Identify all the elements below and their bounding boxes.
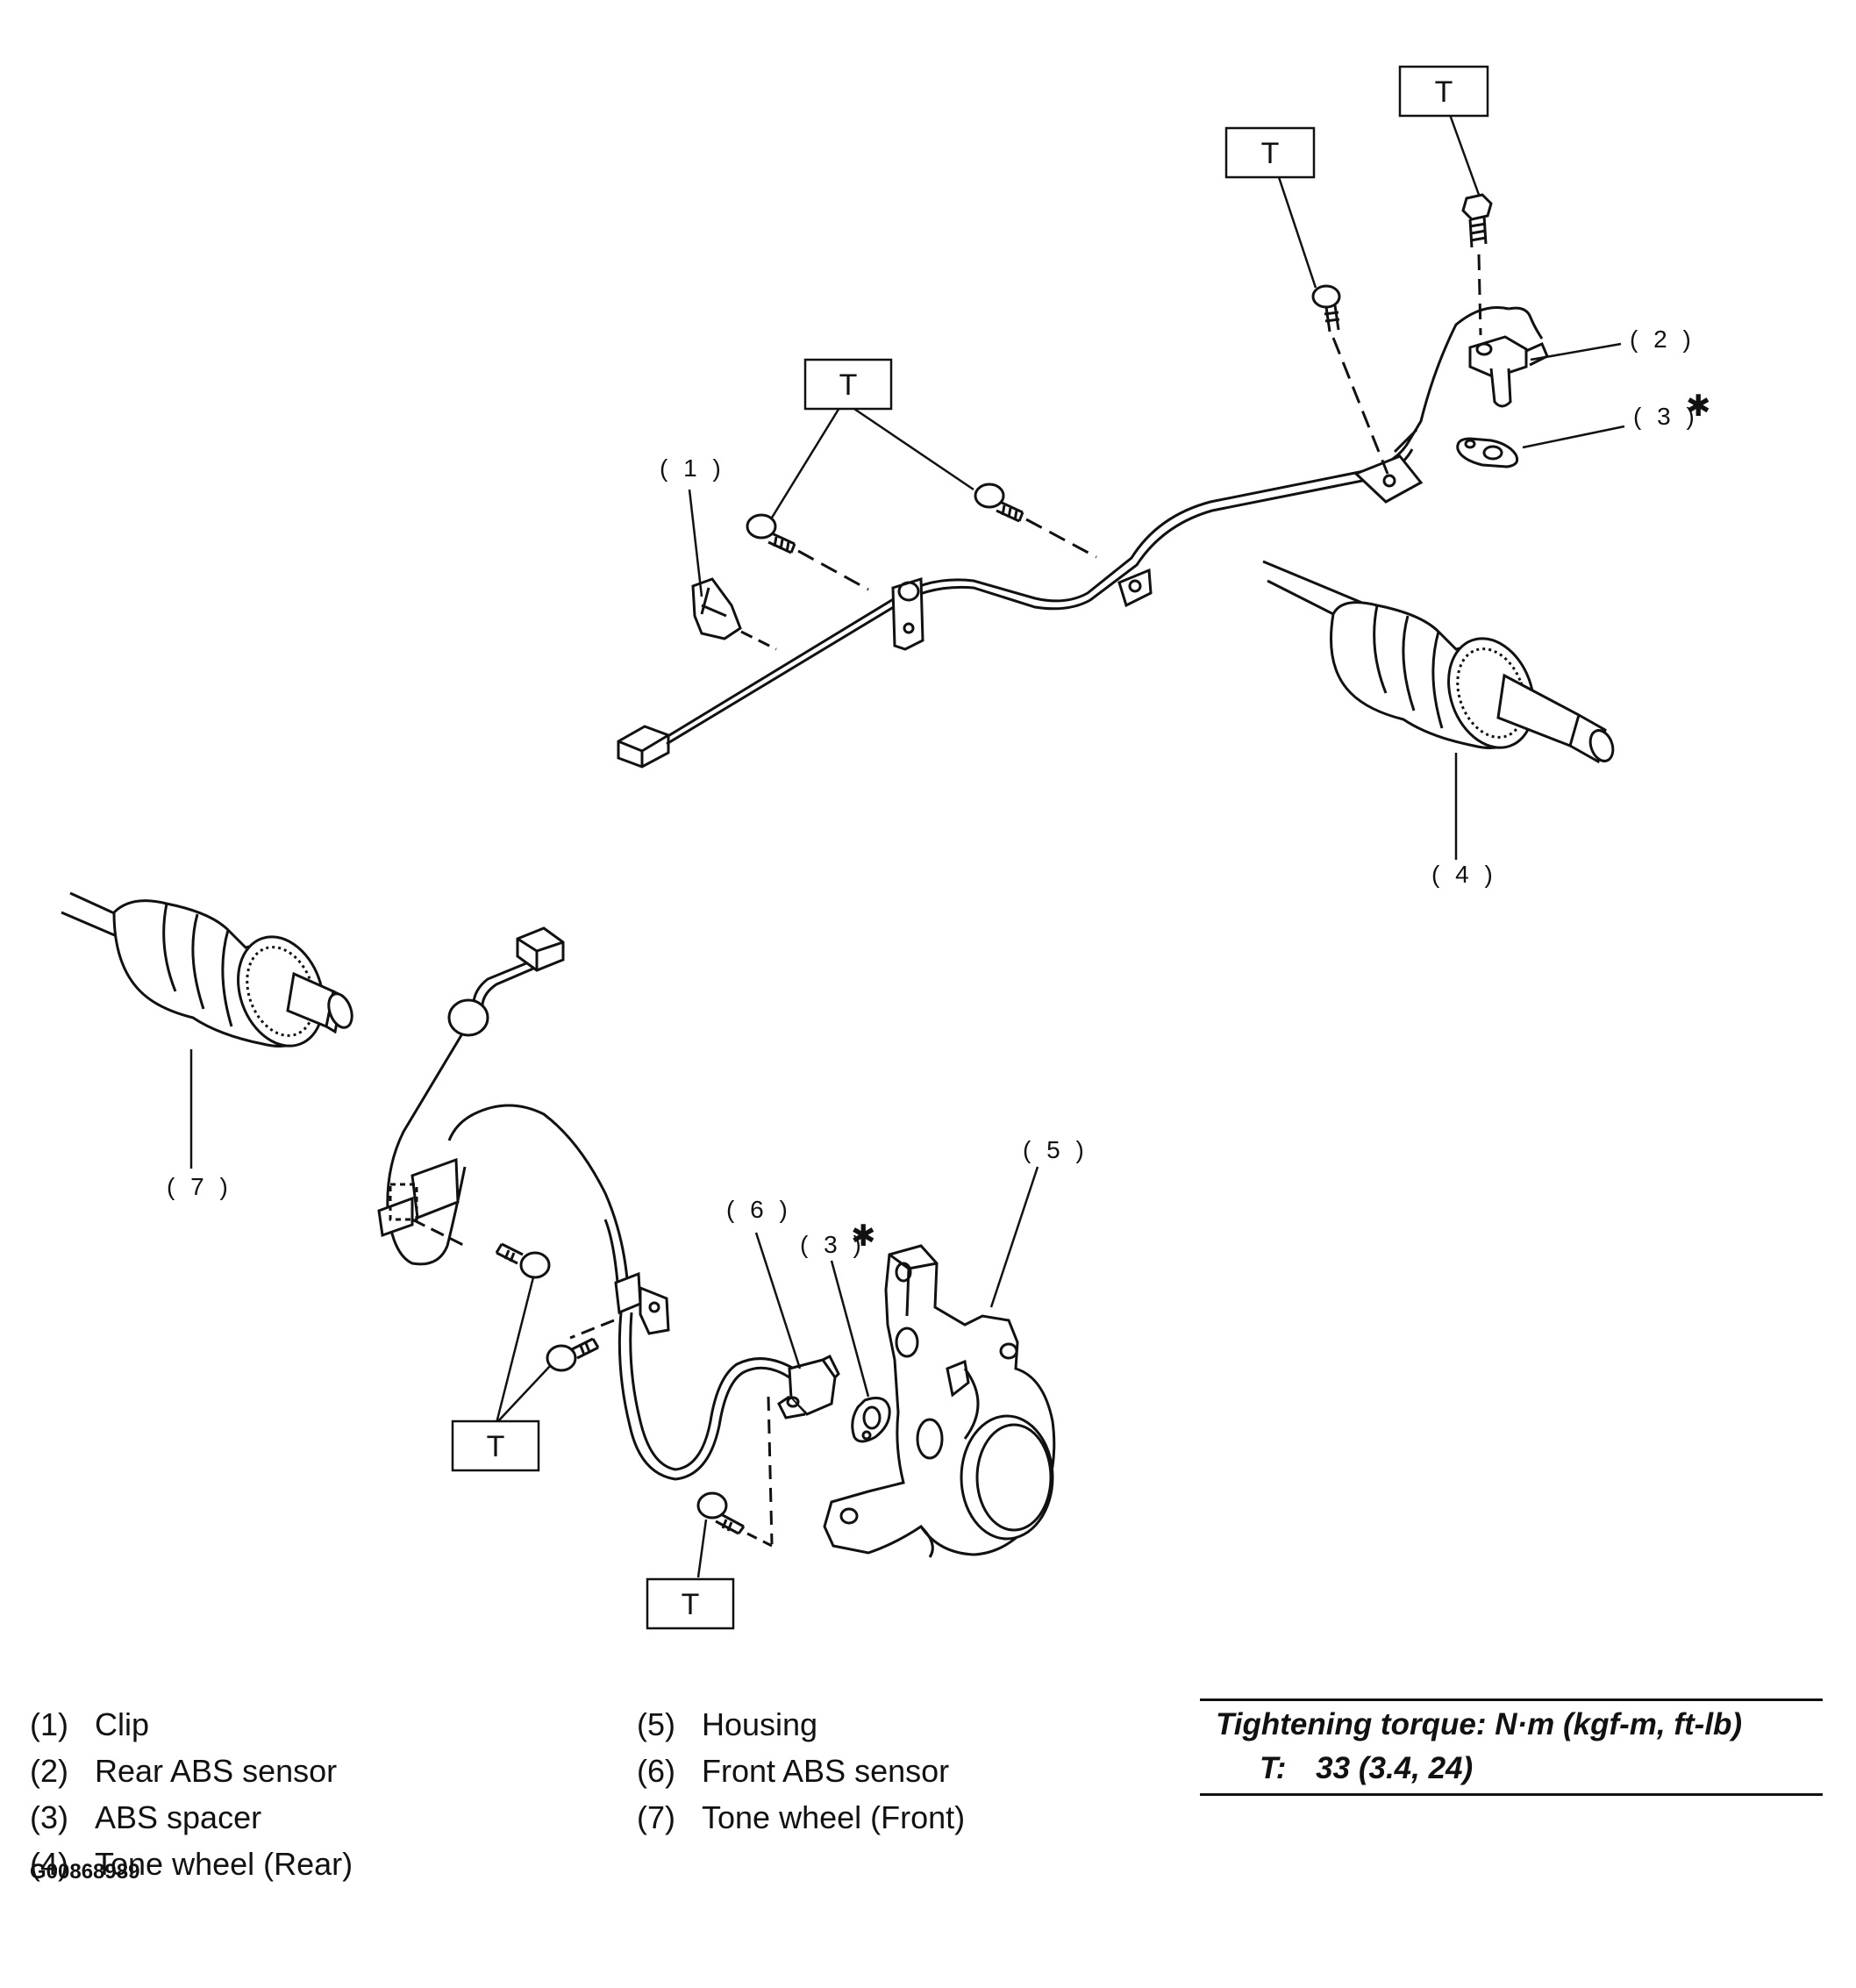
- svg-text:T: T: [839, 368, 858, 402]
- leader-lines: [189, 111, 1625, 1578]
- rear-sensor-bolt: [1461, 193, 1493, 248]
- torque-box-top-left: T: [803, 358, 893, 411]
- rear-bracket-bolt-3: [1311, 284, 1341, 333]
- rear-harness-connector: [617, 725, 670, 769]
- callout-5: ( 5 ): [1023, 1136, 1089, 1163]
- svg-text:T: T: [1261, 137, 1280, 170]
- torque-box-top-right: T: [1398, 65, 1489, 118]
- torque-heading: Tightening torque: N·m (kgf-m, ft-lb): [1216, 1707, 1743, 1741]
- legend-item-4: (4)Tone wheel (Rear): [30, 1846, 353, 1882]
- asterisk-3-rear: ✱: [1686, 390, 1711, 423]
- torque-box-mid-right: T: [1224, 126, 1316, 179]
- svg-text:T: T: [682, 1588, 700, 1621]
- callout-3-rear: ( 3 ): [1633, 403, 1699, 430]
- rear-abs-spacer: [1456, 437, 1519, 468]
- legend-item-3: (3)ABS spacer: [30, 1799, 262, 1835]
- front-drive-shaft: [61, 891, 353, 1048]
- front-abs-spacer: [851, 1397, 891, 1443]
- svg-text:T: T: [487, 1430, 505, 1463]
- front-clamp-bolt-2: [546, 1337, 600, 1372]
- legend-item-6: (6)Front ABS sensor: [637, 1753, 950, 1789]
- clip-part: [691, 577, 742, 640]
- front-harness-clamp-upper: [377, 1157, 460, 1238]
- front-housing-knuckle: [823, 1244, 1056, 1558]
- figure-id: G00868989: [30, 1860, 140, 1884]
- front-harness-connector: [516, 926, 565, 972]
- torque-box-front-bottom: T: [646, 1577, 735, 1630]
- legend-item-2: (2)Rear ABS sensor: [30, 1753, 338, 1789]
- rear-bracket-bolt-2: [974, 483, 1024, 523]
- front-clamp-bolt-1: [495, 1242, 551, 1279]
- front-sensor-harness: [377, 926, 795, 1481]
- rear-sensor-harness: [617, 305, 1510, 769]
- front-harness-clamp-lower: [614, 1271, 670, 1335]
- harness-bracket-left: [891, 576, 924, 651]
- torque-spec-label: T:: [1260, 1751, 1287, 1785]
- legend-item-7: (7)Tone wheel (Front): [637, 1799, 966, 1835]
- torque-spec-value: 33 (3.4, 24): [1316, 1751, 1474, 1785]
- legend-item-5: (5)Housing: [637, 1706, 818, 1742]
- callout-2: ( 2 ): [1630, 325, 1695, 353]
- torque-rule-top: [1200, 1698, 1823, 1701]
- svg-text:T: T: [1435, 75, 1453, 109]
- rear-drive-shaft: [1262, 560, 1615, 764]
- front-sensor-bolt: [696, 1491, 746, 1535]
- callout-6: ( 6 ): [726, 1196, 792, 1223]
- torque-box-front-left: T: [451, 1419, 540, 1472]
- rear-abs-sensor: [1468, 306, 1549, 408]
- rear-bracket-bolt-1: [746, 513, 796, 554]
- front-abs-sensor: [777, 1354, 840, 1419]
- harness-bracket-right: [1353, 428, 1424, 504]
- legend-item-1: (1)Clip: [30, 1706, 150, 1742]
- callout-4: ( 4 ): [1431, 861, 1497, 888]
- callout-3-front: ( 3 ): [800, 1231, 866, 1258]
- callout-1: ( 1 ): [660, 454, 725, 482]
- torque-rule-bottom: [1200, 1793, 1823, 1796]
- callout-7: ( 7 ): [167, 1173, 232, 1200]
- harness-bracket-mid: [1117, 568, 1153, 608]
- asterisk-3-front: ✱: [851, 1219, 876, 1253]
- torque-spec: T: 33 (3.4, 24): [1260, 1751, 1473, 1786]
